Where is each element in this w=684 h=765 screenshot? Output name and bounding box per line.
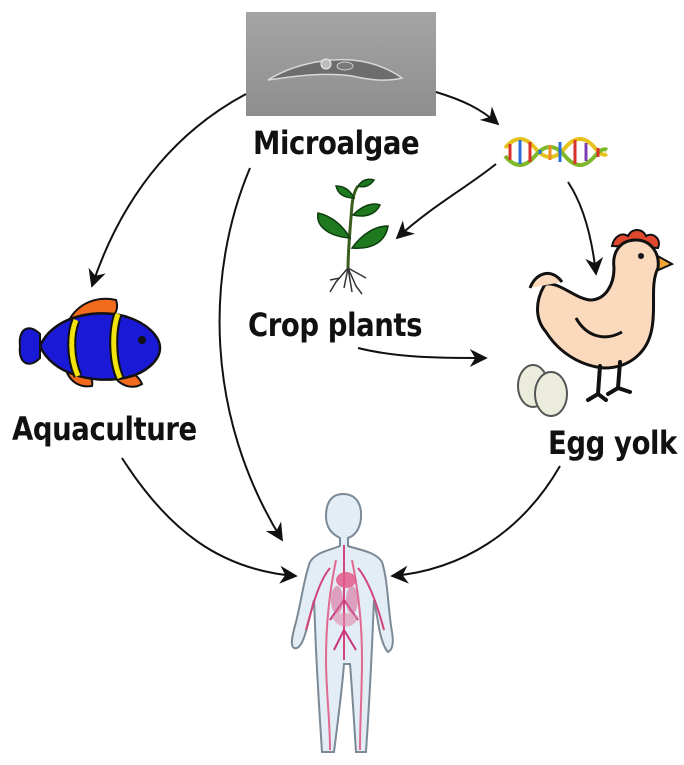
- arrow-dna-to-egg-yolk: [568, 182, 596, 274]
- dna-helix-icon: [505, 139, 607, 165]
- arrow-microalgae-to-dna: [436, 92, 498, 124]
- human-anatomy-icon: [292, 494, 393, 752]
- egg-yolk-label: Egg yolk: [548, 427, 677, 459]
- aquaculture-label: Aquaculture: [12, 413, 197, 445]
- arrow-crop-plants-to-egg-yolk: [358, 348, 486, 358]
- sprout-plant-icon: [318, 179, 388, 294]
- crop-plants-label: Crop plants: [248, 309, 422, 341]
- eggs-icon: [518, 365, 567, 416]
- arrow-dna-to-crop-plants: [397, 164, 496, 238]
- microalgae-label: Microalgae: [253, 127, 419, 159]
- arrow-microalgae-to-aquaculture: [92, 94, 246, 286]
- arrow-aquaculture-to-human: [122, 458, 296, 576]
- microalgae-micrograph-icon: [246, 12, 436, 116]
- arrow-microalgae-to-human: [220, 168, 282, 540]
- clownfish-icon: [20, 299, 160, 387]
- arrow-egg-yolk-to-human: [392, 466, 560, 576]
